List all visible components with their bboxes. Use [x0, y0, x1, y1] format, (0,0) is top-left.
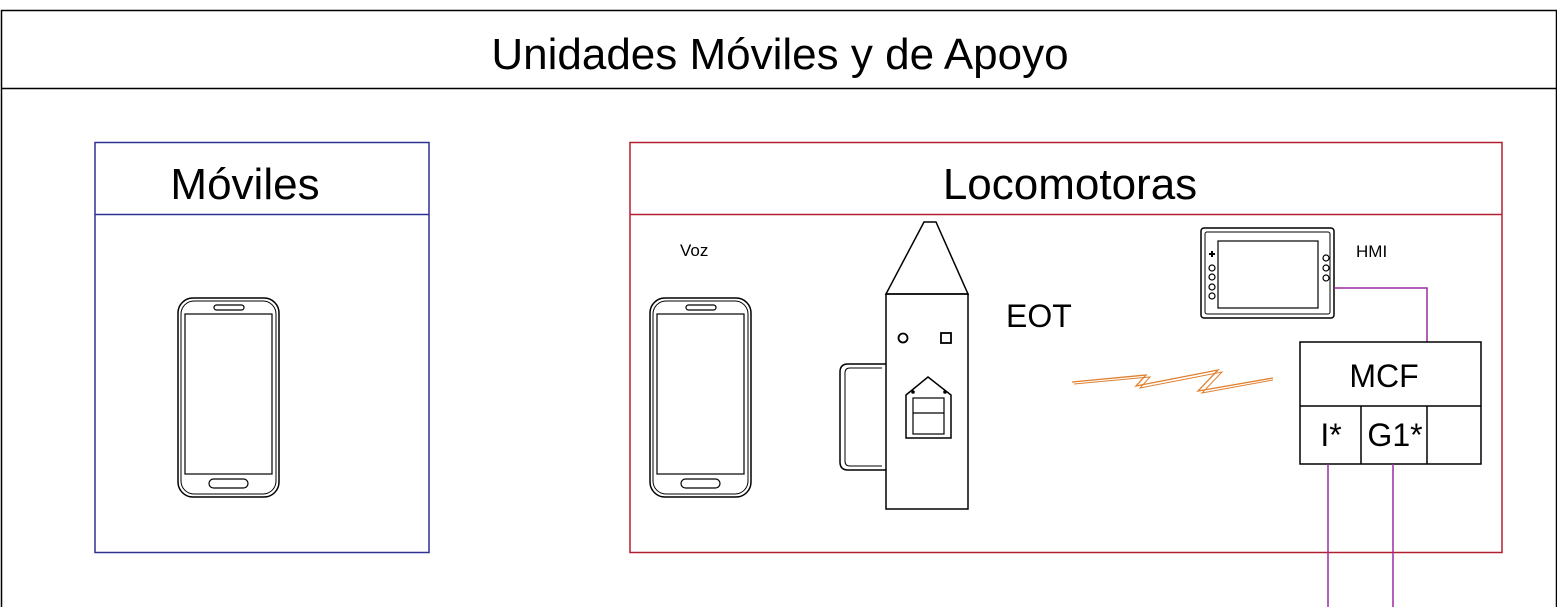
hmi-label: HMI — [1356, 242, 1387, 261]
radio-link-icon-inner — [1073, 371, 1274, 394]
mcf-port-g1: G1* — [1367, 417, 1422, 453]
voz-label: Voz — [680, 241, 708, 260]
radio-link-icon — [1071, 368, 1274, 392]
mcf-port-i: I* — [1320, 417, 1341, 453]
mcf-block — [1299, 341, 1482, 465]
hmi-mcf-wire — [1334, 287, 1428, 342]
mcf-label: MCF — [1349, 358, 1418, 394]
smartphone-icon — [177, 297, 280, 498]
diagram-title: Unidades Móviles y de Apoyo — [491, 30, 1068, 79]
locomotoras-panel: Locomotoras Voz EOT — [629, 141, 1503, 607]
moviles-panel: Móviles — [94, 141, 430, 554]
moviles-title: Móviles — [170, 160, 319, 209]
locomotoras-title: Locomotoras — [943, 160, 1197, 209]
voz-smartphone-icon — [649, 297, 752, 498]
hmi-display-icon — [1200, 227, 1335, 319]
locomotoras-frame — [629, 141, 1503, 554]
outer-frame — [0, 9, 1557, 607]
eot-device-icon — [839, 221, 970, 510]
eot-label: EOT — [1006, 298, 1072, 334]
moviles-frame — [94, 141, 430, 554]
